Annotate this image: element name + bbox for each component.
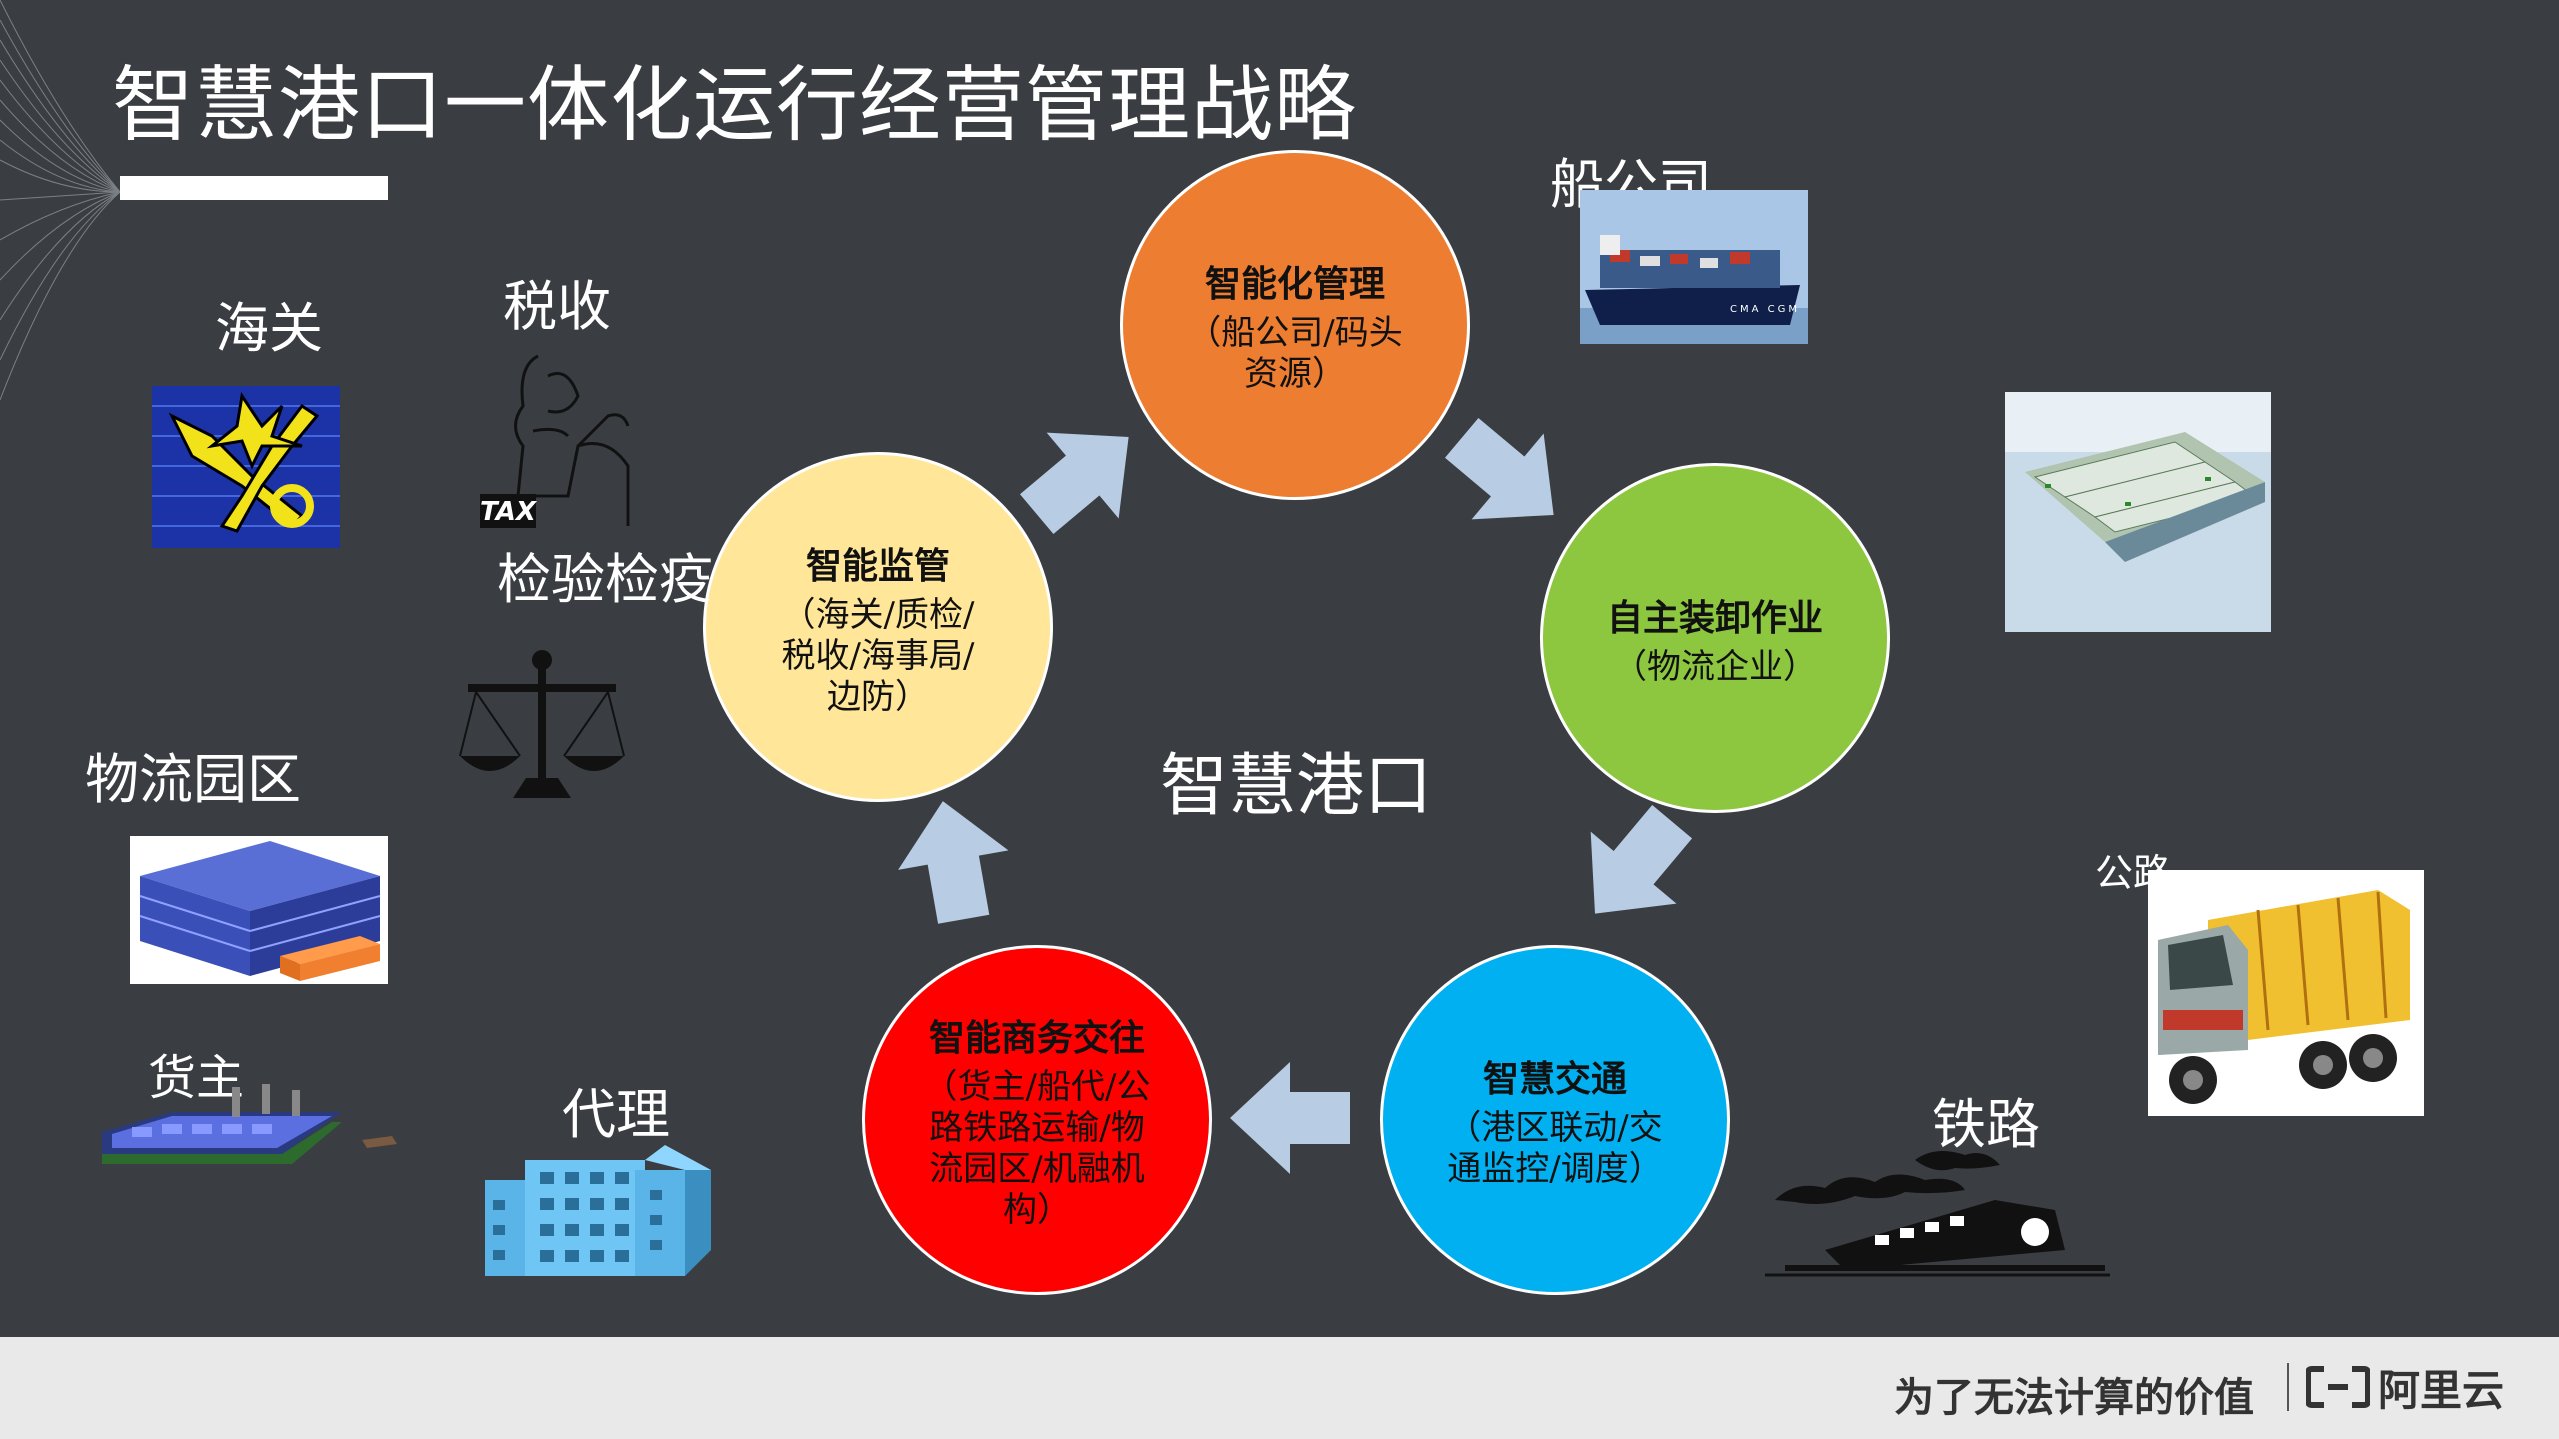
label-agent: 代理: [562, 1083, 670, 1146]
customs-emblem-icon: [152, 386, 340, 548]
circle-body: （货主/船代/公路铁路运输/物流园区/机融机构）: [923, 1067, 1151, 1230]
label-customs: 海关: [215, 297, 323, 360]
scales-of-justice-icon: [459, 650, 625, 798]
container-ship-photo: CMA CGM: [1580, 190, 1808, 344]
footer-bar: 为了无法计算的价值 阿里云: [0, 1337, 2559, 1439]
circle-heading: 智能商务交往: [928, 1018, 1145, 1059]
label-cargo-owner: 货主: [148, 1050, 245, 1106]
arrow-right-to-bottomright: [1590, 804, 1693, 914]
center-label: 智慧港口: [1160, 747, 1433, 826]
train-icon: [1765, 1151, 2110, 1277]
circle-smart-traffic: 智慧交通 （港区联动/交通监控/调度）: [1380, 945, 1730, 1295]
circle-body: （港区联动/交通监控/调度）: [1447, 1108, 1663, 1189]
logistics-park-building-icon: [130, 836, 388, 984]
arrow-bottomleft-to-left: [898, 801, 1009, 924]
arrow-top-to-right: [1444, 417, 1554, 520]
footer-separator: [2287, 1363, 2289, 1411]
footer-slogan: 为了无法计算的价值: [1894, 1375, 2254, 1421]
label-logistics-park: 物流园区: [85, 748, 301, 811]
arrow-left-to-top: [1019, 432, 1129, 535]
circle-body: （船公司/码头资源）: [1187, 313, 1403, 394]
slide-title: 智慧港口一体化运行经营管理战略: [112, 58, 1358, 153]
cycle-arrows: [898, 417, 1693, 1174]
truck-icon: [2148, 870, 2424, 1116]
circle-heading: 智能监管: [805, 545, 950, 587]
label-inspection: 检验检疫: [497, 548, 713, 611]
alibaba-cloud-logo-icon: [2305, 1366, 2370, 1408]
circle-body: （海关/质检/税收/海事局/边防）: [781, 594, 975, 717]
label-tax: 税收: [503, 275, 611, 338]
circle-smart-supervision: 智能监管 （海关/质检/税收/海事局/边防）: [703, 452, 1053, 802]
decorative-swirl: [0, 0, 121, 401]
label-railway: 铁路: [1932, 1093, 2040, 1156]
port-terminal-aerial-photo: [2005, 392, 2271, 632]
cargo-owner-factory-icon: [102, 1084, 397, 1164]
tax-icon: TAX: [480, 354, 630, 528]
circle-smart-commerce: 智能商务交往 （货主/船代/公路铁路运输/物流园区/机融机构）: [862, 945, 1212, 1295]
tax-tag-text: TAX: [480, 497, 538, 527]
circle-heading: 智能化管理: [1204, 264, 1385, 305]
circle-body: （物流企业）: [1613, 646, 1817, 687]
circle-autonomous-loading: 自主装卸作业 （物流企业）: [1540, 463, 1890, 813]
title-underline: [120, 176, 388, 200]
circle-heading: 智慧交通: [1482, 1059, 1627, 1100]
brand-logo: 阿里云: [2305, 1359, 2504, 1415]
circle-intelligent-management: 智能化管理 （船公司/码头资源）: [1120, 150, 1470, 500]
svg-text:CMA CGM: CMA CGM: [1730, 304, 1800, 315]
agent-building-icon: [485, 1145, 711, 1276]
circle-heading: 自主装卸作业: [1606, 597, 1823, 639]
arrow-bottomright-to-bottomleft: [1230, 1062, 1350, 1174]
brand-name: 阿里云: [2377, 1365, 2504, 1415]
